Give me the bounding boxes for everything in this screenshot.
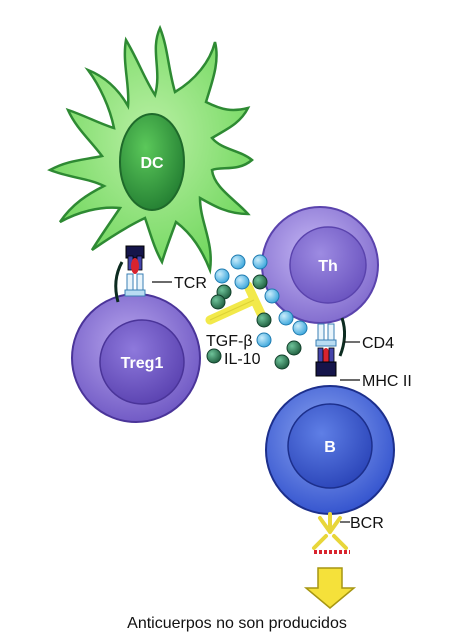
tcr-complex [114,245,172,303]
b-label: B [324,439,336,456]
treg1-cell: Treg1 [71,293,201,423]
dc-label: DC [140,155,164,172]
tgf-beta-receptor [205,281,267,325]
b-cell: B [265,385,395,515]
treg1-nucleus [99,319,185,405]
down-arrow-icon [303,567,357,609]
il10-label: IL-10 [224,351,261,368]
tcr-label: TCR [174,275,207,292]
th-nucleus [289,226,367,304]
cytokine-cloud [206,254,308,370]
bcr-label: BCR [350,515,384,532]
dendritic-cell: DC [47,24,254,275]
th-label: Th [318,258,338,275]
treg1-label: Treg1 [121,355,164,372]
cd4-mhc-complex [315,317,360,381]
cd4-label: CD4 [362,335,394,352]
dc-nucleus [119,113,185,211]
tgf-beta-label: TGF-β [206,333,253,350]
th-cell: Th [261,206,379,324]
outcome-caption: Anticuerpos no son producidos [127,615,347,632]
b-nucleus [287,403,373,489]
mhc-label: MHC II [362,373,412,390]
bcr-receptor [312,512,350,554]
